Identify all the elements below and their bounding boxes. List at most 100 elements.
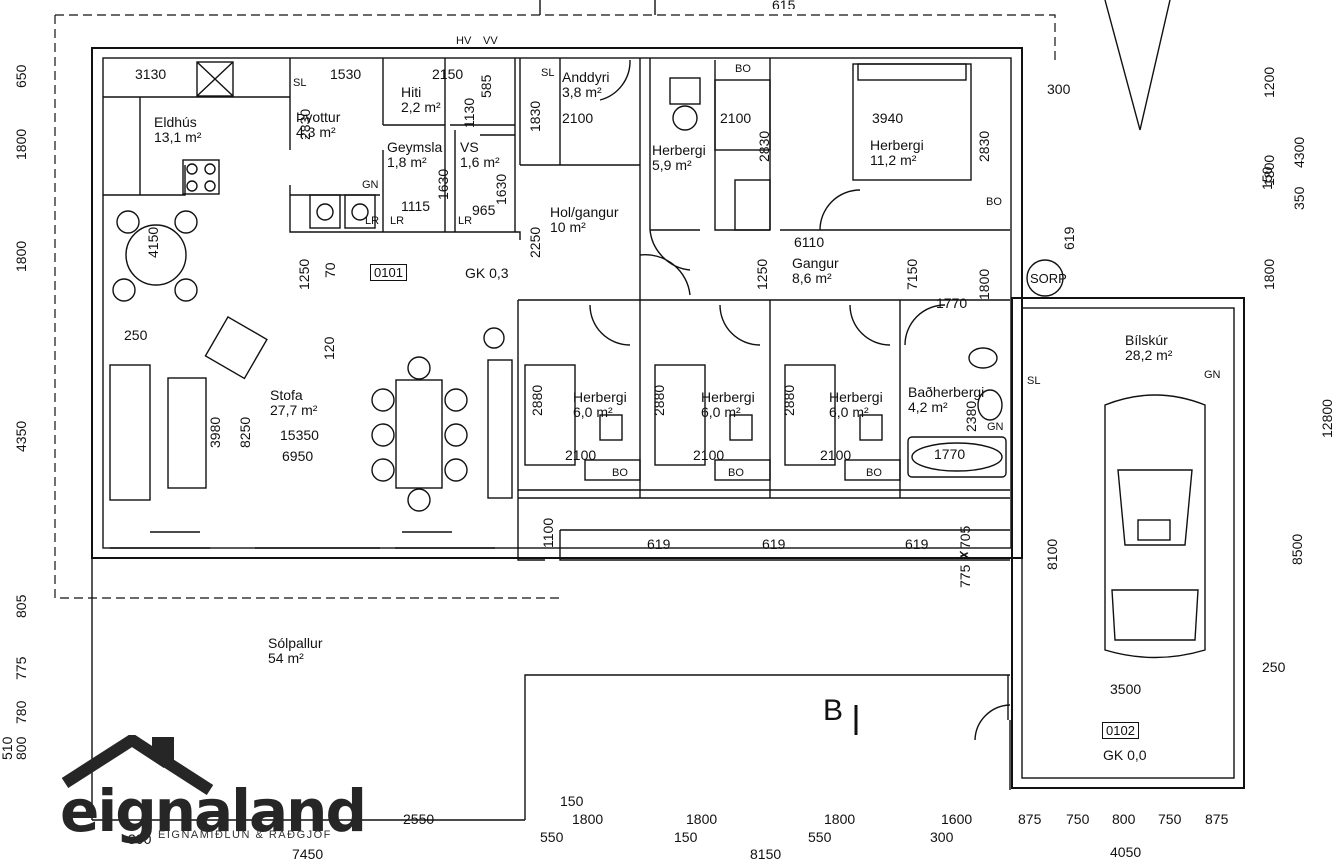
label-sl-2: SL — [541, 67, 555, 79]
dim-800-l: 800 — [13, 736, 29, 760]
dim-2380: 2380 — [963, 400, 979, 432]
dim-1800-r1: 1800 — [1261, 154, 1277, 186]
dim-619-a: 619 — [647, 536, 671, 552]
dim-1800-l-b: 1800 — [13, 240, 29, 272]
dim-2830-a: 2830 — [297, 108, 313, 140]
dim-4150: 4150 — [145, 226, 161, 258]
label-sl-1: SL — [293, 77, 307, 89]
dim-250-a: 250 — [124, 327, 148, 343]
dim-1250-a: 1250 — [296, 258, 312, 290]
dim-2100-e: 2100 — [820, 447, 852, 463]
dim-1630-a: 1630 — [435, 168, 451, 200]
dim-1800-l-a: 1800 — [13, 128, 29, 160]
dim-b-300: 300 — [930, 829, 954, 845]
dim-70: 70 — [322, 262, 338, 278]
label-sl-3: SL — [1027, 375, 1041, 387]
dim-2830-c: 2830 — [976, 130, 992, 162]
dim-965: 965 — [472, 202, 496, 218]
dim-b-8150: 8150 — [750, 846, 782, 862]
dim-8250: 8250 — [237, 416, 253, 448]
logo-wordmark: eignaland — [60, 777, 367, 845]
dim-b-750-b: 750 — [1158, 811, 1182, 827]
dim-619-b: 619 — [762, 536, 786, 552]
dim-1800-r2: 1800 — [1261, 258, 1277, 290]
dim-510-l: 510 — [0, 736, 15, 760]
dim-2250: 2250 — [527, 226, 543, 258]
dim-250-b: 250 — [1262, 659, 1286, 675]
dim-1115: 1115 — [401, 198, 431, 214]
label-lr-1: LR — [365, 215, 380, 227]
dim-b-7450: 7450 — [292, 846, 324, 862]
label-lr-2: LR — [390, 215, 405, 227]
dim-7150: 7150 — [904, 258, 920, 290]
dim-1250-b: 1250 — [754, 258, 770, 290]
dim-b-1800-a: 1800 — [572, 811, 604, 827]
dim-805-l: 805 — [13, 594, 29, 618]
dim-615: 615 — [772, 0, 796, 9]
dim-b-550-a: 550 — [540, 829, 564, 845]
dim-b-550-b: 550 — [808, 829, 832, 845]
dim-12800: 12800 — [1319, 399, 1335, 438]
dim-3500: 3500 — [1110, 681, 1142, 697]
label-hv: HV — [456, 35, 472, 47]
dim-2880-b: 2880 — [651, 384, 667, 416]
label-sorp: SORP — [1030, 271, 1067, 286]
dim-775-l: 775 — [13, 656, 29, 680]
dim-780-l: 780 — [13, 700, 29, 724]
dim-775-705: 775 ✗705 — [957, 525, 973, 588]
dim-300-a: 300 — [1047, 81, 1071, 97]
label-lr-3: LR — [458, 215, 473, 227]
dim-b-150-a: 150 — [560, 793, 584, 809]
dim-3940: 3940 — [872, 110, 904, 126]
dim-1100: 1100 — [540, 517, 556, 548]
unit-code-0101: 0101 — [370, 264, 407, 281]
dim-1530: 1530 — [330, 66, 362, 82]
dim-2150: 2150 — [432, 66, 464, 82]
label-bo-1: BO — [735, 63, 751, 75]
dim-8100: 8100 — [1044, 538, 1060, 570]
dim-1130: 1130 — [461, 97, 477, 128]
house-roof-icon — [61, 735, 214, 795]
dim-2880-c: 2880 — [781, 384, 797, 416]
dim-2100-b: 2100 — [720, 110, 752, 126]
dim-b-800: 800 — [1112, 811, 1136, 827]
label-bo-4: BO — [728, 467, 744, 479]
dim-4300-r: 4300 — [1291, 136, 1307, 168]
dim-b-750-a: 750 — [1066, 811, 1090, 827]
dim-619-c: 619 — [905, 536, 929, 552]
dim-b-1800-c: 1800 — [824, 811, 856, 827]
dim-4350: 4350 — [13, 420, 29, 452]
dim-120: 120 — [321, 336, 337, 360]
dim-b-875-b: 875 — [1205, 811, 1229, 827]
dim-1830: 1830 — [527, 100, 543, 132]
dim-b-1600: 1600 — [941, 811, 973, 827]
label-gn-1: GN — [362, 179, 379, 191]
dim-b-2550: 2550 — [403, 811, 435, 827]
dim-2100-a: 2100 — [562, 110, 594, 126]
label-gn-3: GN — [1204, 369, 1221, 381]
unit-gk-0101: GK 0,3 — [465, 265, 509, 281]
label-bo-5: BO — [866, 467, 882, 479]
unit-code-0102: 0102 — [1102, 722, 1139, 739]
dim-2100-d: 2100 — [693, 447, 725, 463]
label-bo-2: BO — [986, 196, 1002, 208]
dim-b-875-a: 875 — [1018, 811, 1042, 827]
unit-gk-0102: GK 0,0 — [1103, 747, 1147, 763]
dim-585: 585 — [478, 74, 494, 98]
